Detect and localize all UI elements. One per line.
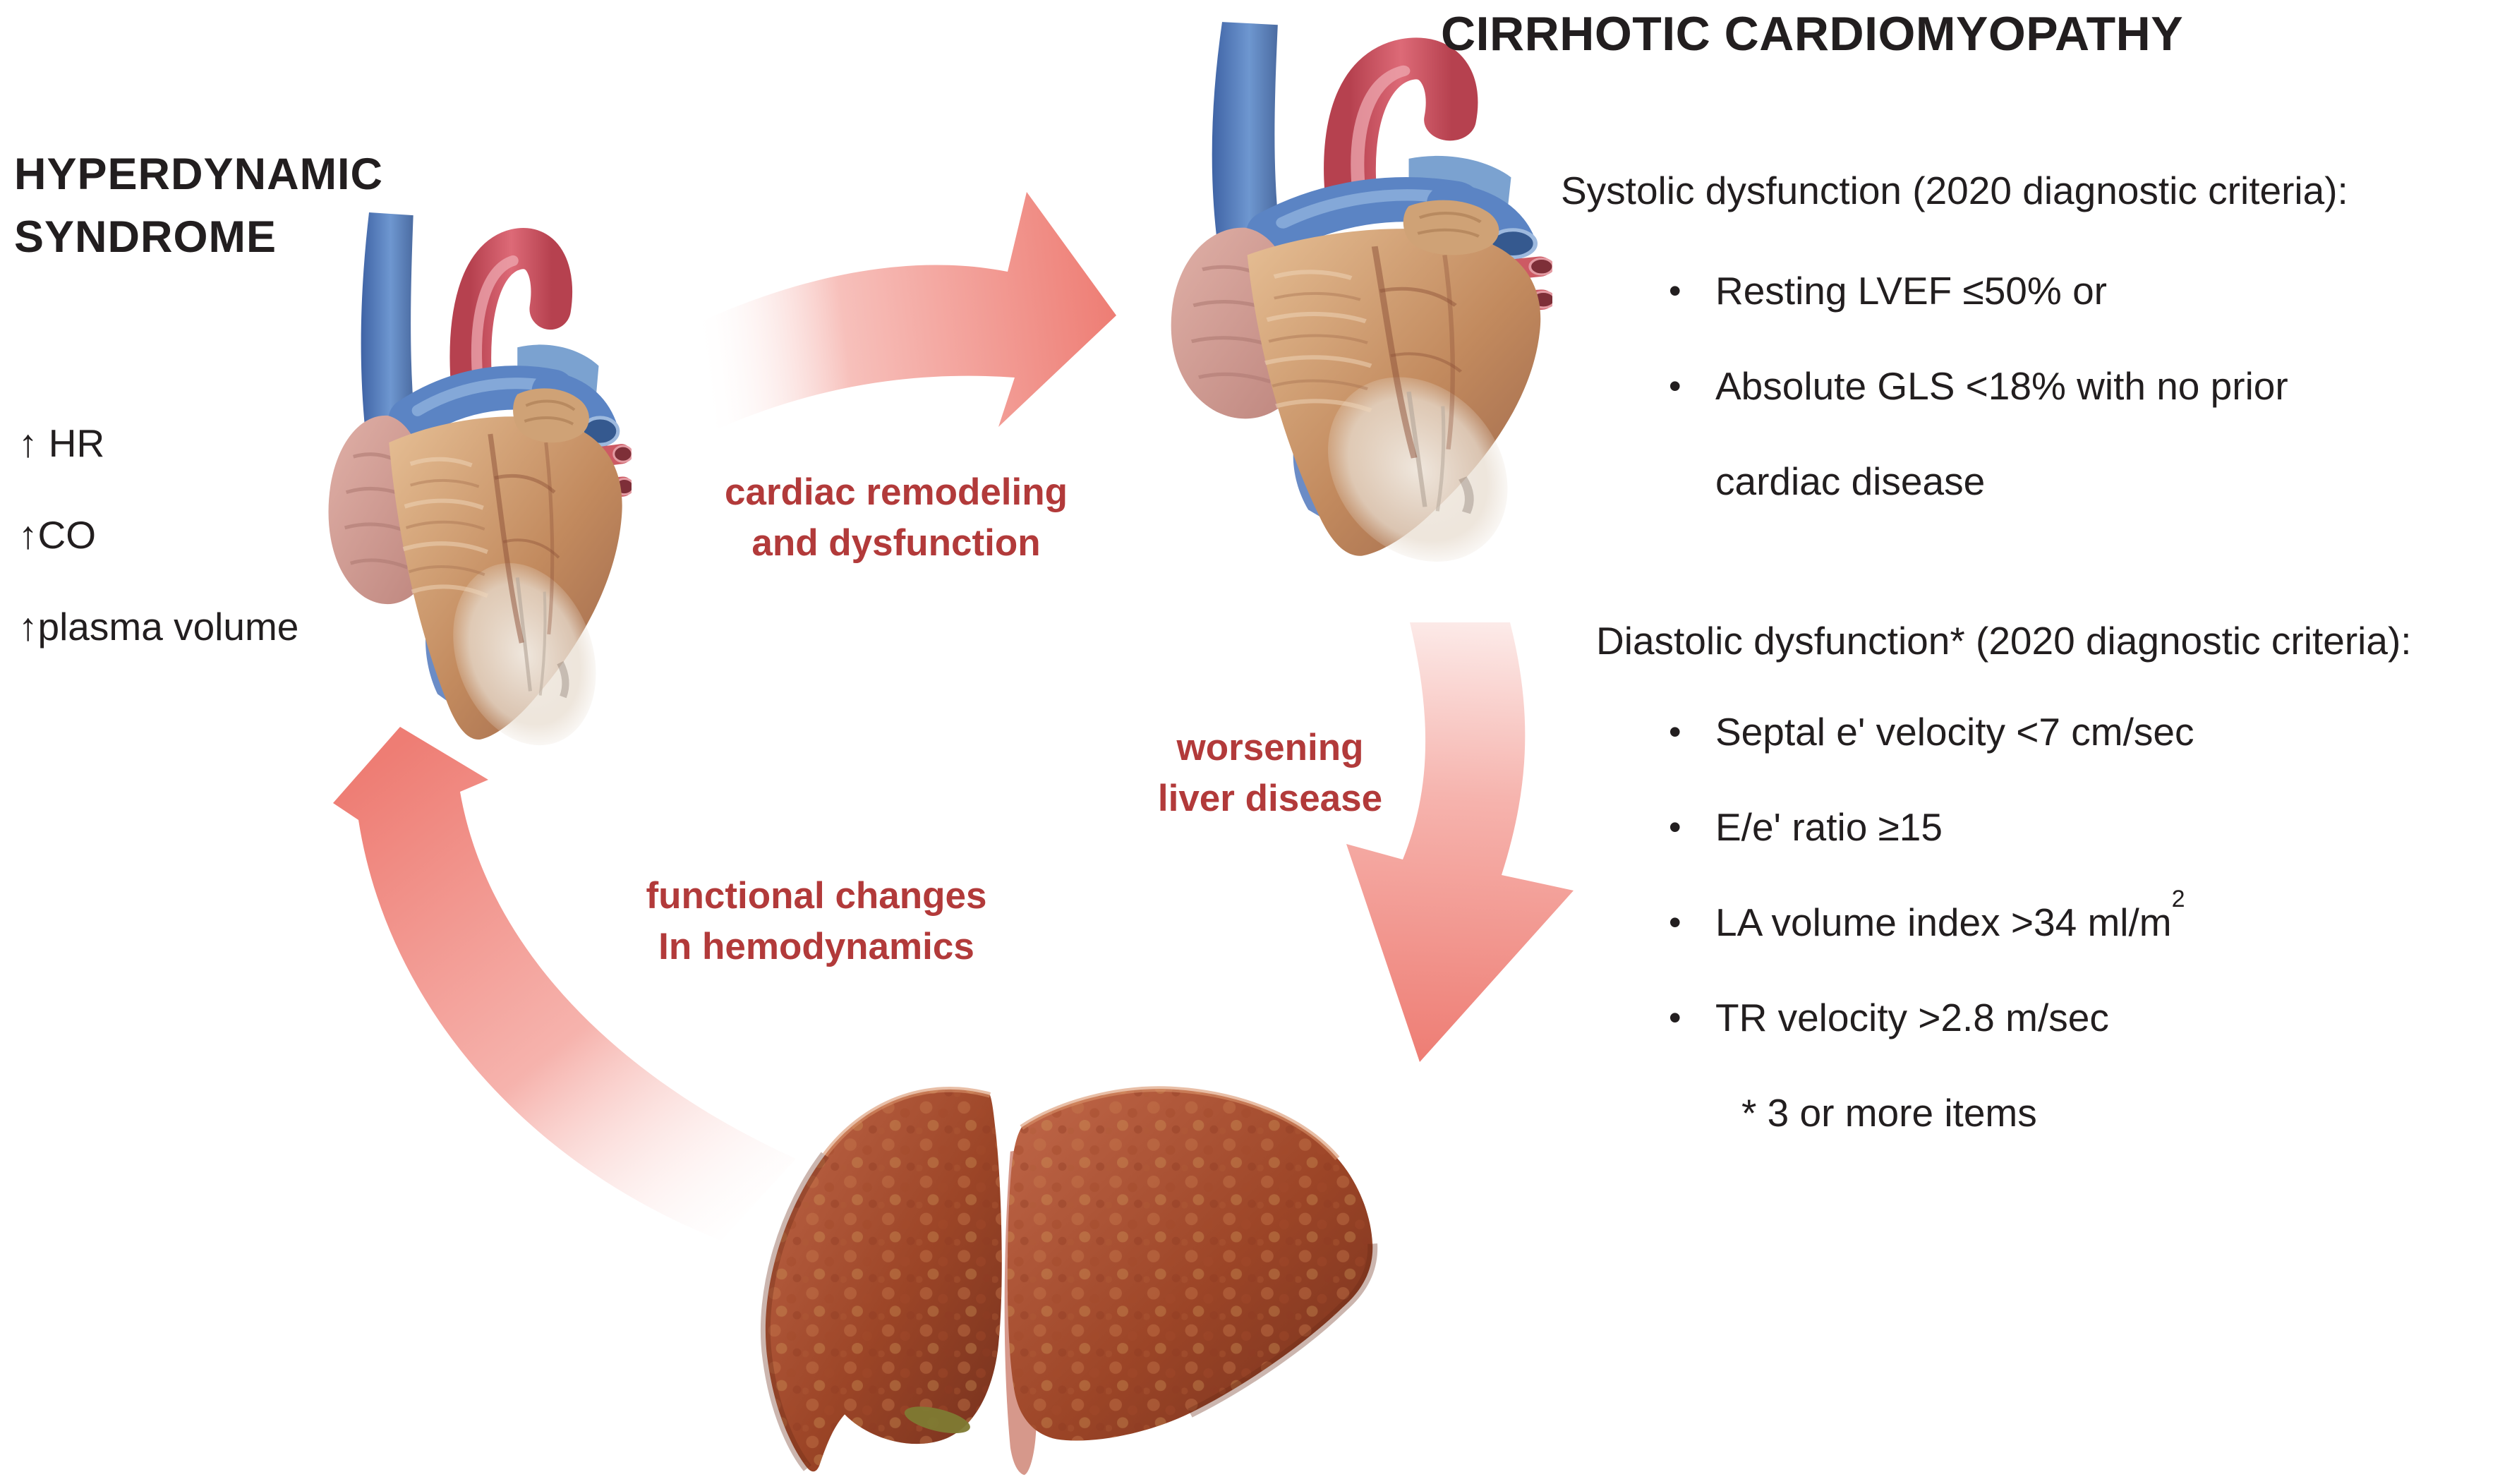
hyperdynamic-syndrome-title: HYPERDYNAMIC SYNDROME xyxy=(14,143,383,269)
criterion-e-over-e-ratio: • E/e' ratio ≥15 xyxy=(1669,780,2459,875)
finding-hr: ↑ HR xyxy=(18,421,105,465)
left-heart-illustration xyxy=(303,208,632,755)
hyperdynamic-findings-list: ↑ HR ↑CO ↑plasma volume xyxy=(18,397,298,672)
cirrhotic-cardiomyopathy-title: CIRRHOTIC CARDIOMYOPATHY xyxy=(1441,7,2184,61)
label-line: functional changes xyxy=(646,875,987,917)
criterion-absolute-gls: • Absolute GLS <18% with no prior cardia… xyxy=(1669,339,2431,529)
diastolic-footnote: * 3 or more items xyxy=(1741,1091,2037,1135)
cirrhotic-liver-illustration xyxy=(727,1062,1387,1482)
title-line: SYNDROME xyxy=(14,212,277,262)
label-line: liver disease xyxy=(1157,778,1383,819)
bullet-icon: • xyxy=(1669,366,1681,406)
arrow-cardiac-remodeling xyxy=(702,192,1116,436)
bullet-icon: • xyxy=(1669,998,1681,1037)
finding-co: ↑CO xyxy=(18,513,96,557)
label-line: In hemodynamics xyxy=(658,926,974,967)
worsening-liver-disease-label: worsening liver disease xyxy=(1094,723,1447,824)
bullet-icon: • xyxy=(1669,903,1681,942)
functional-changes-label: functional changes In hemodynamics xyxy=(605,871,1028,972)
arrow-worsening-liver-disease xyxy=(1346,622,1574,1062)
criterion-la-volume-index: • LA volume index >34 ml/m2 xyxy=(1669,875,2459,970)
title-line: HYPERDYNAMIC xyxy=(14,150,384,199)
bullet-icon: • xyxy=(1669,271,1681,310)
systolic-criteria-list: • Resting LVEF ≤50% or • Absolute GLS <1… xyxy=(1669,243,2431,529)
bullet-icon: • xyxy=(1669,712,1681,752)
label-line: worsening xyxy=(1176,727,1364,768)
squared-superscript: 2 xyxy=(2171,885,2185,912)
right-heart-illustration xyxy=(1140,18,1552,572)
diastolic-dysfunction-heading: Diastolic dysfunction* (2020 diagnostic … xyxy=(1596,619,2412,663)
diastolic-criteria-list: • Septal e' velocity <7 cm/sec • E/e' ra… xyxy=(1669,684,2459,1066)
la-volume-text: LA volume index >34 ml/m xyxy=(1715,900,2172,944)
criterion-septal-e-velocity: • Septal e' velocity <7 cm/sec xyxy=(1669,684,2459,780)
criterion-tr-velocity: • TR velocity >2.8 m/sec xyxy=(1669,970,2459,1066)
systolic-dysfunction-heading: Systolic dysfunction (2020 diagnostic cr… xyxy=(1561,169,2348,212)
arrow-functional-changes xyxy=(333,727,796,1241)
label-line: cardiac remodeling xyxy=(724,471,1068,513)
bullet-icon: • xyxy=(1669,807,1681,847)
finding-plasma-volume: ↑plasma volume xyxy=(18,605,299,649)
cardiac-remodeling-label: cardiac remodeling and dysfunction xyxy=(684,467,1108,569)
label-line: and dysfunction xyxy=(751,522,1041,564)
criterion-resting-lvef: • Resting LVEF ≤50% or xyxy=(1669,243,2431,339)
